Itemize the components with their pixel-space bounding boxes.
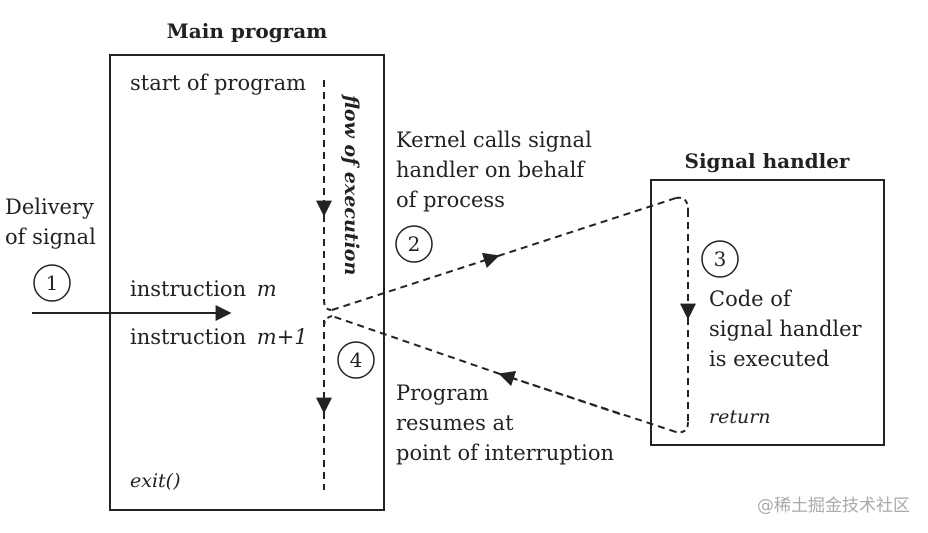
resume-line1: Program [396, 381, 489, 405]
delivery-line2: of signal [5, 225, 96, 249]
resume-curve [323, 315, 333, 327]
delivery-line1: Delivery [5, 195, 94, 219]
call-handler-arrow [331, 252, 500, 311]
kernel-line3: of process [396, 188, 505, 212]
instruction-m1-prefix: instruction [130, 325, 253, 349]
handler-bottom-curve [675, 421, 689, 434]
signal-handler-title: Signal handler [685, 149, 850, 173]
step-1-circle [33, 264, 71, 302]
kernel-line2: handler on behalf [396, 158, 586, 182]
return-label: return [709, 406, 771, 428]
main-program-box [109, 54, 385, 511]
resume-line2: resumes at [396, 411, 514, 435]
handler-line1: Code of [709, 287, 793, 311]
return-line [499, 373, 677, 433]
instruction-m-prefix: instruction [130, 277, 253, 301]
handler-line2: signal handler [709, 317, 863, 341]
step-3-number: 3 [714, 247, 727, 271]
flow-of-execution-label: flow of execution [340, 93, 362, 275]
step-2-circle [395, 225, 433, 263]
return-line-to-program [331, 315, 501, 375]
instruction-m1-label: instruction m+1 [130, 325, 308, 349]
step-3-circle [701, 240, 739, 278]
exit-label: exit() [130, 470, 181, 492]
step-1-number: 1 [46, 271, 59, 295]
step-4-circle [337, 341, 375, 379]
step-4-number: 4 [350, 348, 363, 372]
instruction-m-var: m [257, 277, 277, 301]
handler-line3: is executed [709, 347, 829, 371]
signal-handler-box [650, 179, 885, 446]
instruction-m1-var: m+1 [257, 325, 308, 349]
watermark: @稀土掘金技术社区 [757, 496, 910, 516]
resume-line3: point of interruption [396, 441, 614, 465]
main-program-title: Main program [167, 19, 328, 43]
return-arrow [498, 370, 621, 415]
instruction-m-label: instruction m [130, 277, 277, 301]
interrupt-curve [323, 299, 333, 311]
kernel-line1: Kernel calls signal [396, 128, 592, 152]
handler-top-curve [675, 196, 689, 211]
start-of-program-label: start of program [130, 71, 306, 95]
step-2-number: 2 [408, 232, 421, 256]
call-handler-line [497, 197, 677, 257]
